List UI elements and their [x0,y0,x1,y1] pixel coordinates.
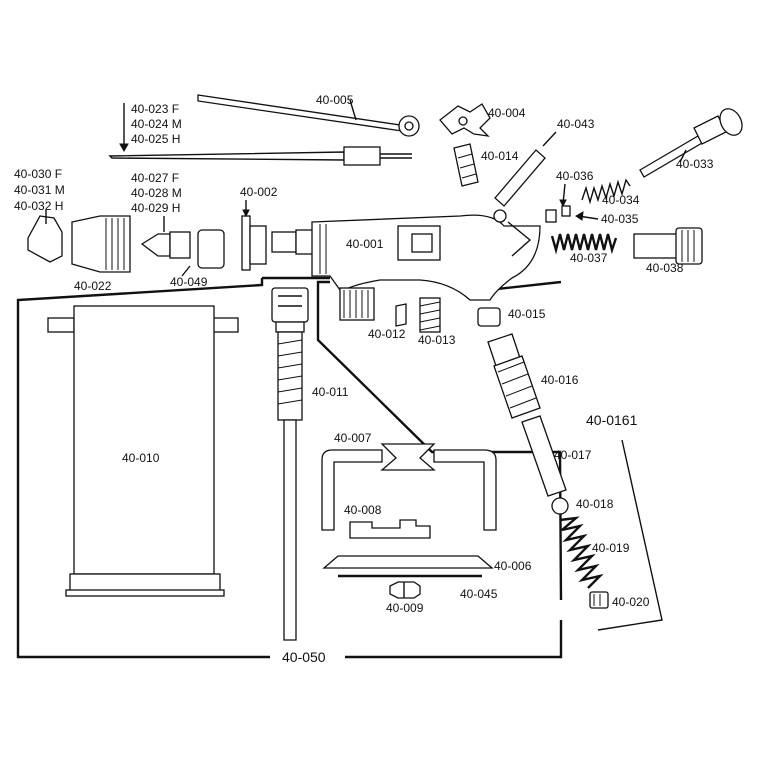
label-40-045: 40-045 [460,587,498,601]
label-40-038: 40-038 [646,261,684,275]
label-40-008: 40-008 [344,503,382,517]
label-40-006: 40-006 [494,559,532,573]
part-40-020 [589,591,609,609]
label-40-020: 40-020 [612,595,650,609]
label-40-013: 40-013 [418,333,456,347]
label-40-005: 40-005 [316,93,354,107]
part-40-002 [241,200,267,271]
part-40-016 [487,333,541,419]
part-40-027 [140,216,191,259]
part-40-007 [321,443,497,531]
group-40-050-boundary [16,278,563,659]
part-40-038 [633,227,703,265]
label-40-037: 40-037 [570,251,608,265]
label-40-004: 40-004 [488,106,526,120]
label-40-016: 40-016 [541,373,579,387]
part-40-035 [545,205,599,223]
part-40-023-needle [108,103,412,166]
label-40-002: 40-002 [240,185,278,199]
part-40-004 [439,103,491,137]
part-40-033 [639,108,743,178]
label-40-032: 40-032 H [14,199,63,213]
label-40-017: 40-017 [554,448,592,462]
label-40-049: 40-049 [170,275,208,289]
part-40-008 [349,519,431,539]
label-40-043: 40-043 [557,117,595,131]
part-40-012 [395,303,407,327]
label-40-018: 40-018 [576,497,614,511]
part-40-006 [322,555,494,578]
part-40-011 [271,287,309,641]
label-40-033: 40-033 [676,157,714,171]
part-40-014 [453,143,479,187]
label-40-027: 40-027 F [131,171,179,185]
part-40-043 [494,131,557,207]
part-40-015 [477,307,501,327]
part-40-019-spring [559,516,604,589]
label-40-009: 40-009 [386,601,424,615]
label-40-015: 40-015 [508,307,546,321]
label-40-007: 40-007 [334,431,372,445]
part-40-049 [181,229,225,277]
label-40-034: 40-034 [602,193,640,207]
label-40-028: 40-028 M [131,186,182,200]
part-40-034-spring [581,178,631,205]
part-40-005 [197,94,420,137]
part-40-009 [389,581,421,599]
part-40-017 [521,415,567,497]
label-40-010: 40-010 [122,451,160,465]
label-40-036: 40-036 [556,169,594,183]
label-40-012: 40-012 [368,327,406,341]
label-40-035: 40-035 [601,212,639,226]
label-40-031: 40-031 M [14,183,65,197]
part-40-022 [71,215,131,273]
group-40-0161-boundary [597,439,663,631]
part-40-001-body [271,209,541,321]
part-40-010 [47,305,239,597]
label-40-011: 40-011 [312,385,349,399]
label-40-029: 40-029 H [131,201,180,215]
label-40-050: 40-050 [282,649,326,665]
label-40-030: 40-030 F [14,167,62,181]
label-40-001: 40-001 [346,237,384,251]
part-40-037-spring [550,233,618,255]
label-40-024: 40-024 M [131,117,182,131]
label-40-025: 40-025 H [131,132,180,146]
label-40-023: 40-023 F [131,102,179,116]
label-40-0161: 40-0161 [586,412,638,428]
label-40-022: 40-022 [74,279,112,293]
part-40-030 [27,210,63,263]
part-40-013 [419,297,441,333]
part-40-036 [559,183,567,208]
part-40-018 [551,497,569,515]
label-40-014: 40-014 [481,149,519,163]
label-40-019: 40-019 [592,541,630,555]
